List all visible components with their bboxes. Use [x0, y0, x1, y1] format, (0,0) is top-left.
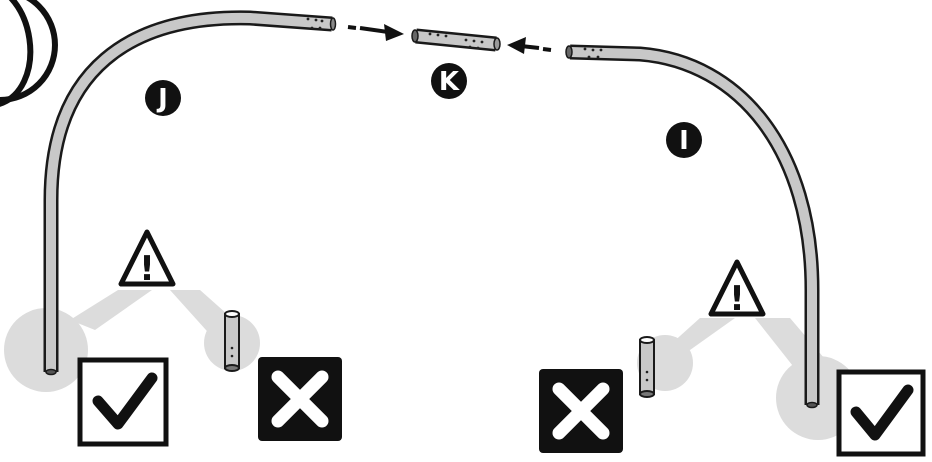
x-mark-icon: [539, 369, 623, 453]
label-J: J: [145, 80, 181, 116]
check-mark-icon: [836, 369, 926, 457]
right-arch-tube: [565, 44, 820, 409]
arrow-left-to-connector: [347, 24, 404, 41]
label-J-text: J: [156, 84, 168, 114]
label-I: I: [666, 122, 702, 158]
step-circle-arc: [0, 0, 34, 107]
label-I-text: I: [679, 126, 689, 156]
warning-icon: !: [729, 279, 745, 319]
x-mark-icon: [258, 357, 342, 441]
label-K-text: K: [439, 67, 460, 97]
step-circle-fragment: [0, 0, 58, 103]
arrow-right-to-connector: [507, 37, 552, 54]
left-arch-tube: [43, 10, 337, 376]
check-mark-icon: [77, 357, 169, 447]
tube-detail-right: [639, 336, 655, 398]
connector-tube: [411, 28, 501, 52]
warning-triangle-left: !: [118, 229, 176, 289]
warning-triangle-right: !: [708, 259, 766, 319]
label-K: K: [431, 63, 467, 99]
warning-icon: !: [139, 249, 155, 289]
right-callout: [637, 318, 860, 440]
tube-detail-left: [224, 310, 240, 372]
